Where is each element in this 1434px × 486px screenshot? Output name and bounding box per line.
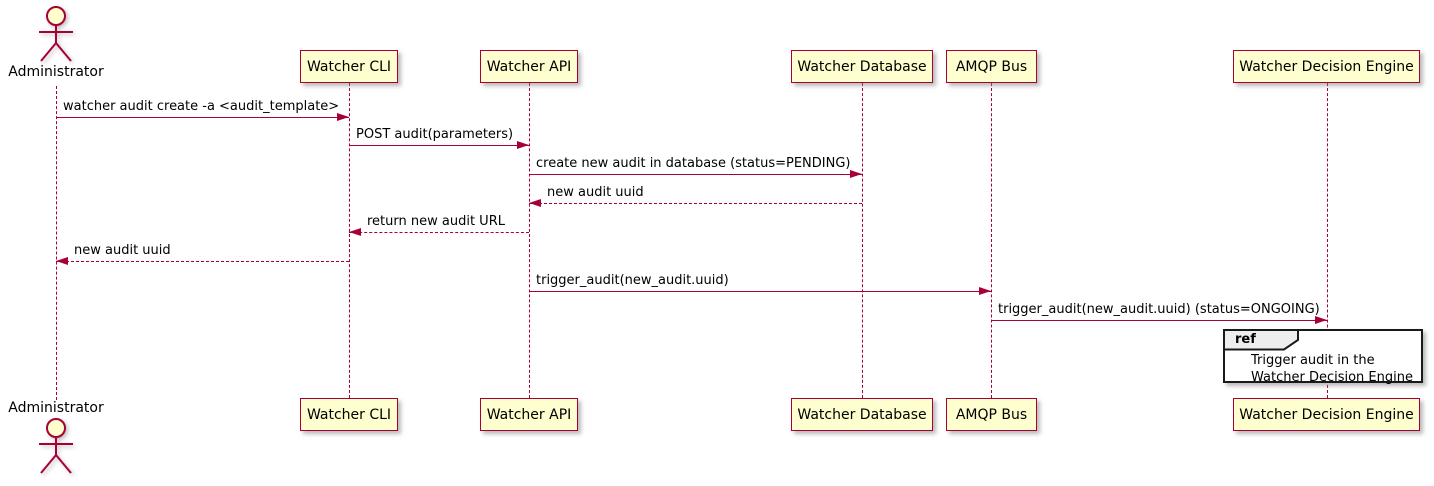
participant-label: Watcher Database [797, 58, 927, 75]
participant-label: Watcher Database [797, 406, 927, 423]
participant-top-watcher-database: Watcher Database [791, 50, 933, 83]
lifeline-amqp-bus [990, 83, 992, 398]
arrowhead-right-icon [517, 141, 529, 149]
message-text: POST audit(parameters) [356, 127, 514, 142]
ref-fragment: ref Trigger audit in the Watcher Decisio… [1223, 329, 1423, 386]
actor-administrator-bottom: Administrator [8, 400, 104, 416]
message-text: create new audit in database (status=PEN… [536, 156, 851, 171]
ref-text-line2: Watcher Decision Engine [1251, 370, 1413, 385]
participant-label: AMQP Bus [955, 406, 1028, 423]
message-text: new audit uuid [547, 185, 644, 200]
message-line [529, 203, 862, 204]
participant-bottom-watcher-api: Watcher API [480, 398, 578, 431]
ref-tag-label: ref [1235, 332, 1256, 347]
participant-label: Watcher CLI [306, 58, 392, 75]
person-icon [39, 418, 73, 474]
message-line [56, 117, 349, 118]
participant-bottom-amqp-bus: AMQP Bus [946, 398, 1037, 431]
ref-tag-shape [1224, 330, 1299, 351]
lifeline-watcher-cli [348, 83, 350, 398]
participant-top-watcher-cli: Watcher CLI [300, 50, 398, 83]
participant-bottom-watcher-database: Watcher Database [791, 398, 933, 431]
message-text: watcher audit create -a <audit_template> [63, 99, 340, 114]
arrowhead-left-icon [529, 199, 541, 207]
participant-top-watcher-api: Watcher API [480, 50, 578, 83]
lifeline-watcher-decision-engine [1326, 83, 1328, 398]
participant-bottom-watcher-cli: Watcher CLI [300, 398, 398, 431]
arrowhead-left-icon [349, 228, 361, 236]
message-line [56, 261, 349, 262]
message-line [529, 174, 862, 175]
message-line [349, 232, 529, 233]
participant-top-amqp-bus: AMQP Bus [946, 50, 1037, 83]
participant-label: Watcher API [486, 58, 572, 75]
arrowhead-right-icon [850, 170, 862, 178]
message-text: new audit uuid [74, 243, 171, 258]
participant-top-watcher-decision-engine: Watcher Decision Engine [1233, 50, 1420, 83]
actor-administrator-top: Administrator [8, 64, 104, 80]
participant-label: Watcher Decision Engine [1239, 58, 1414, 75]
ref-text: Trigger audit in the Watcher Decision En… [1251, 352, 1413, 386]
message-line [349, 145, 529, 146]
message-text: return new audit URL [367, 214, 505, 229]
arrowhead-right-icon [979, 287, 991, 295]
arrowhead-right-icon [1315, 316, 1327, 324]
arrowhead-right-icon [337, 113, 349, 121]
ref-text-line1: Trigger audit in the [1251, 353, 1375, 368]
lifeline-administrator [55, 86, 57, 400]
person-icon [39, 6, 73, 62]
participant-label: Watcher API [486, 406, 572, 423]
participant-label: Watcher Decision Engine [1239, 406, 1414, 423]
arrowhead-left-icon [56, 257, 68, 265]
participant-bottom-watcher-decision-engine: Watcher Decision Engine [1233, 398, 1420, 431]
participant-label: AMQP Bus [955, 58, 1028, 75]
lifeline-watcher-database [861, 83, 863, 398]
participant-label: Watcher CLI [306, 406, 392, 423]
lifeline-watcher-api [528, 83, 530, 398]
message-line [991, 320, 1327, 321]
message-text: trigger_audit(new_audit.uuid) [536, 273, 729, 288]
message-line [529, 291, 991, 292]
message-text: trigger_audit(new_audit.uuid) (status=ON… [998, 302, 1320, 317]
